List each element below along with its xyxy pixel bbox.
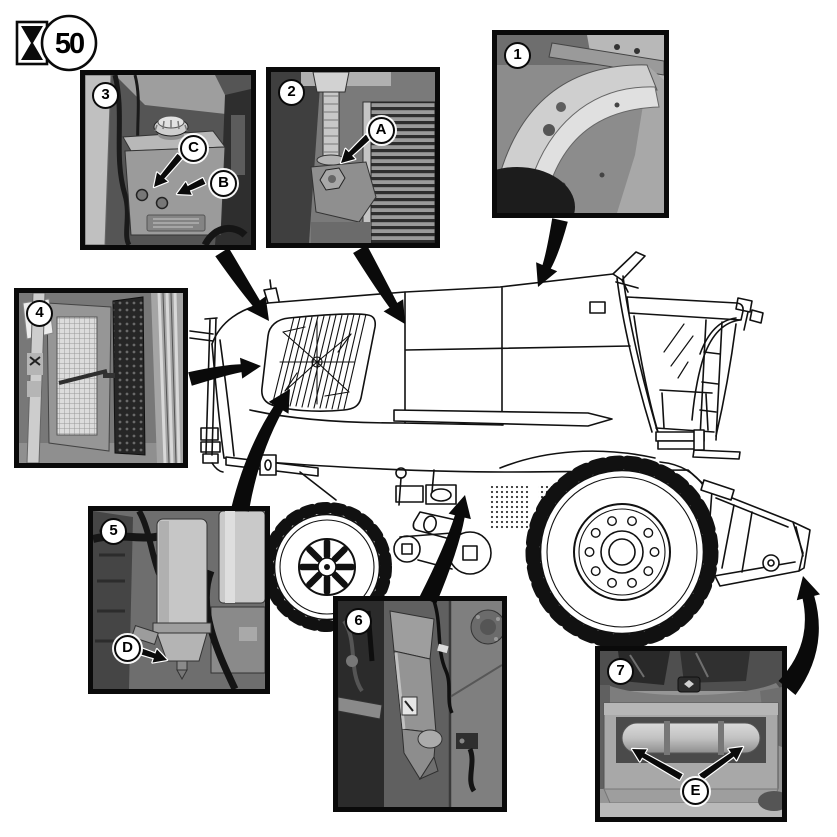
arrow-inset5-to-machine bbox=[231, 389, 290, 512]
arrow-inset3-to-machine bbox=[215, 247, 269, 321]
arrow-callout-d bbox=[133, 646, 167, 663]
arrow-callout-e-left bbox=[632, 749, 683, 780]
inset-number-4: 4 bbox=[26, 300, 53, 327]
interval-hours-value: 50 bbox=[55, 28, 84, 60]
inset-number-3: 3 bbox=[92, 82, 119, 109]
arrow-callout-e-right bbox=[699, 747, 743, 780]
arrow-inset6-to-machine bbox=[419, 495, 471, 604]
inset-number-5: 5 bbox=[100, 518, 127, 545]
inset-photo-5: D 5 bbox=[88, 506, 270, 694]
arrow-callout-b bbox=[177, 178, 206, 195]
inset-2-photo-art bbox=[271, 72, 435, 243]
inset-photo-3: B C 3 bbox=[80, 70, 256, 250]
callout-letter-a: A bbox=[367, 116, 395, 144]
cab bbox=[626, 296, 764, 460]
inset-photo-6: 6 bbox=[333, 596, 507, 812]
callout-letter-e: E bbox=[682, 778, 709, 805]
inset-photo-7: E 7 bbox=[595, 646, 787, 822]
service-interval-badge: 50 bbox=[15, 14, 98, 72]
inset-3-photo-art bbox=[85, 75, 251, 245]
callout-letter-b: B bbox=[210, 170, 237, 197]
arrow-inset1-to-machine bbox=[536, 218, 568, 287]
feeder-house bbox=[700, 479, 811, 587]
inset-photo-1: 1 bbox=[492, 30, 669, 218]
inset-4-photo-art bbox=[19, 293, 183, 463]
combine-body bbox=[189, 251, 713, 501]
rotary-air-screen bbox=[261, 313, 377, 412]
callout-letter-c: C bbox=[180, 135, 207, 162]
front-wheel bbox=[525, 455, 719, 649]
arrow-inset2-to-machine bbox=[353, 245, 405, 324]
arrow-callout-c bbox=[154, 153, 183, 187]
inset-number-6: 6 bbox=[345, 608, 372, 635]
inset-number-7: 7 bbox=[607, 658, 634, 685]
inset-photo-4: 4 bbox=[14, 288, 188, 468]
inset-6-photo-art bbox=[338, 601, 502, 807]
inset-photo-2: A 2 bbox=[266, 67, 440, 248]
inset-number-2: 2 bbox=[278, 79, 305, 106]
arrow-callout-a bbox=[341, 134, 371, 163]
arrow-inset4-to-machine bbox=[188, 357, 261, 386]
inset-number-1: 1 bbox=[504, 42, 531, 69]
callout-letter-d: D bbox=[114, 635, 141, 662]
underbody-machinery bbox=[393, 467, 564, 575]
